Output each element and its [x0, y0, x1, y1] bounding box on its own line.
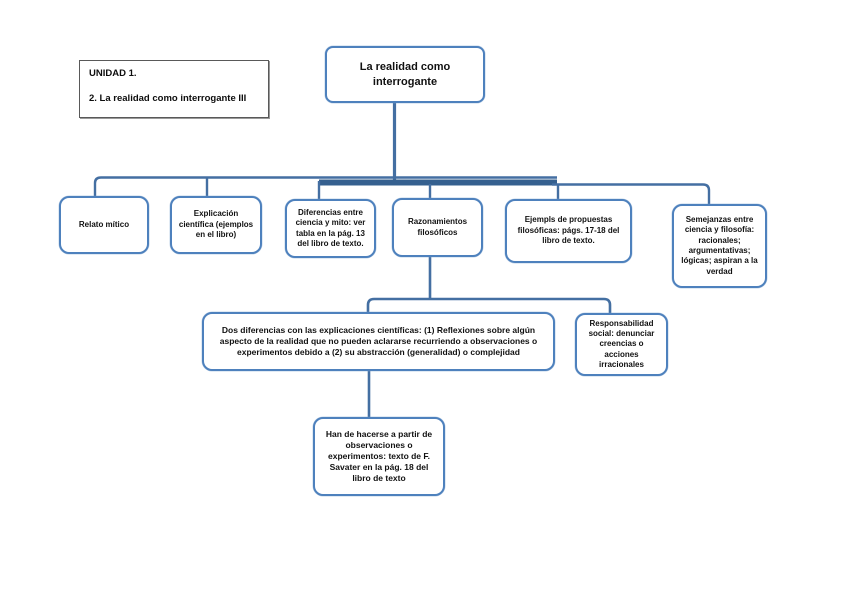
- node-root: La realidad como interrogante: [325, 46, 485, 103]
- node-dos-diferencias: Dos diferencias con las explicaciones ci…: [202, 312, 555, 371]
- node-dos-diferencias-label: Dos diferencias con las explicaciones ci…: [219, 324, 538, 358]
- node-diferencias-ciencia-mito-label: Diferencias entre ciencia y mito: ver ta…: [295, 207, 366, 248]
- node-semejanzas-ciencia-filosofia: Semejanzas entre ciencia y filosofía: ra…: [672, 204, 767, 288]
- node-diferencias-ciencia-mito: Diferencias entre ciencia y mito: ver ta…: [285, 199, 376, 258]
- node-razonamientos-filosoficos: Razonamientos filosóficos: [392, 198, 483, 257]
- node-responsabilidad-social-label: Responsabilidad social: denunciar creenc…: [588, 318, 655, 370]
- level1-bracket-left: [93, 176, 557, 197]
- node-razonamientos-filosoficos-label: Razonamientos filosóficos: [407, 217, 468, 237]
- node-relato-mitico-label: Relato mítico: [78, 219, 130, 229]
- node-observaciones-experimentos-label: Han de hacerse a partir de observaciones…: [325, 428, 433, 484]
- node-ejemplos-propuestas: Ejempls de propuestas filosóficas: págs.…: [505, 199, 632, 263]
- node-observaciones-experimentos: Han de hacerse a partir de observaciones…: [313, 417, 445, 496]
- node-semejanzas-ciencia-filosofia-label: Semejanzas entre ciencia y filosofía: ra…: [681, 214, 758, 276]
- unit-title-line1: UNIDAD 1.: [89, 68, 137, 79]
- node-root-label: La realidad como interrogante: [359, 60, 451, 88]
- unit-title-box: UNIDAD 1. 2. La realidad como interrogan…: [79, 60, 269, 118]
- node-relato-mitico: Relato mítico: [59, 196, 149, 254]
- node-explicacion-cientifica-label: Explicación científica (ejemplos en el l…: [178, 209, 254, 240]
- unit-title-line2: 2. La realidad como interrogante III: [89, 93, 247, 105]
- node-responsabilidad-social: Responsabilidad social: denunciar creenc…: [575, 313, 668, 376]
- node-ejemplos-propuestas-label: Ejempls de propuestas filosóficas: págs.…: [517, 215, 620, 246]
- node-explicacion-cientifica: Explicación científica (ejemplos en el l…: [170, 196, 262, 254]
- level1-bracket-thick-segment: [319, 179, 557, 186]
